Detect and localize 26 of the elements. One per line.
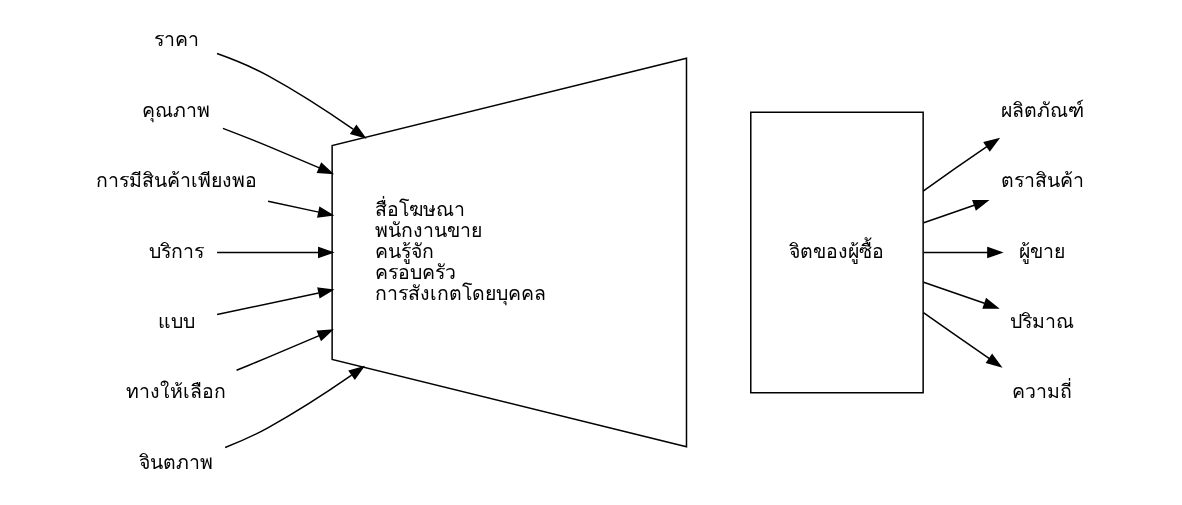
arrow	[267, 200, 335, 218]
arrow	[216, 287, 335, 316]
arrow	[922, 281, 1000, 309]
node-text: ปริมาณ	[1010, 310, 1075, 334]
arrow	[224, 365, 366, 449]
node-text: คุณภาพ	[142, 98, 211, 122]
node-text: แบบ	[157, 310, 195, 334]
node-box: สื่อโฆษณา พนักงานขาย คนรู้จัก ครอบครัว การสังเกตโดยบุคคล	[331, 57, 688, 448]
node-text: ผู้ขาย	[1019, 239, 1066, 263]
arrow	[216, 52, 367, 139]
arrow	[922, 137, 1001, 192]
node-text: ตราสินค้า	[1000, 169, 1084, 193]
node-text: จินตภาพ	[139, 450, 214, 474]
node-text: ความถี่	[1012, 380, 1073, 404]
node-text: ผลิตภัณฑ์	[1000, 98, 1084, 122]
arrow	[216, 246, 335, 259]
arrow	[922, 311, 1003, 368]
arrow	[922, 199, 990, 224]
node-text: ราคา	[153, 28, 199, 52]
node-text: ทางให้เลือก	[126, 380, 227, 404]
node-text: บริการ	[148, 239, 204, 263]
node-box: จิตของผู้ซื้อ	[750, 111, 924, 394]
node-text: การมีสินค้าเพียงพอ	[95, 169, 257, 193]
arrow	[922, 246, 1004, 259]
arrow	[235, 329, 334, 371]
arrow	[222, 127, 335, 175]
